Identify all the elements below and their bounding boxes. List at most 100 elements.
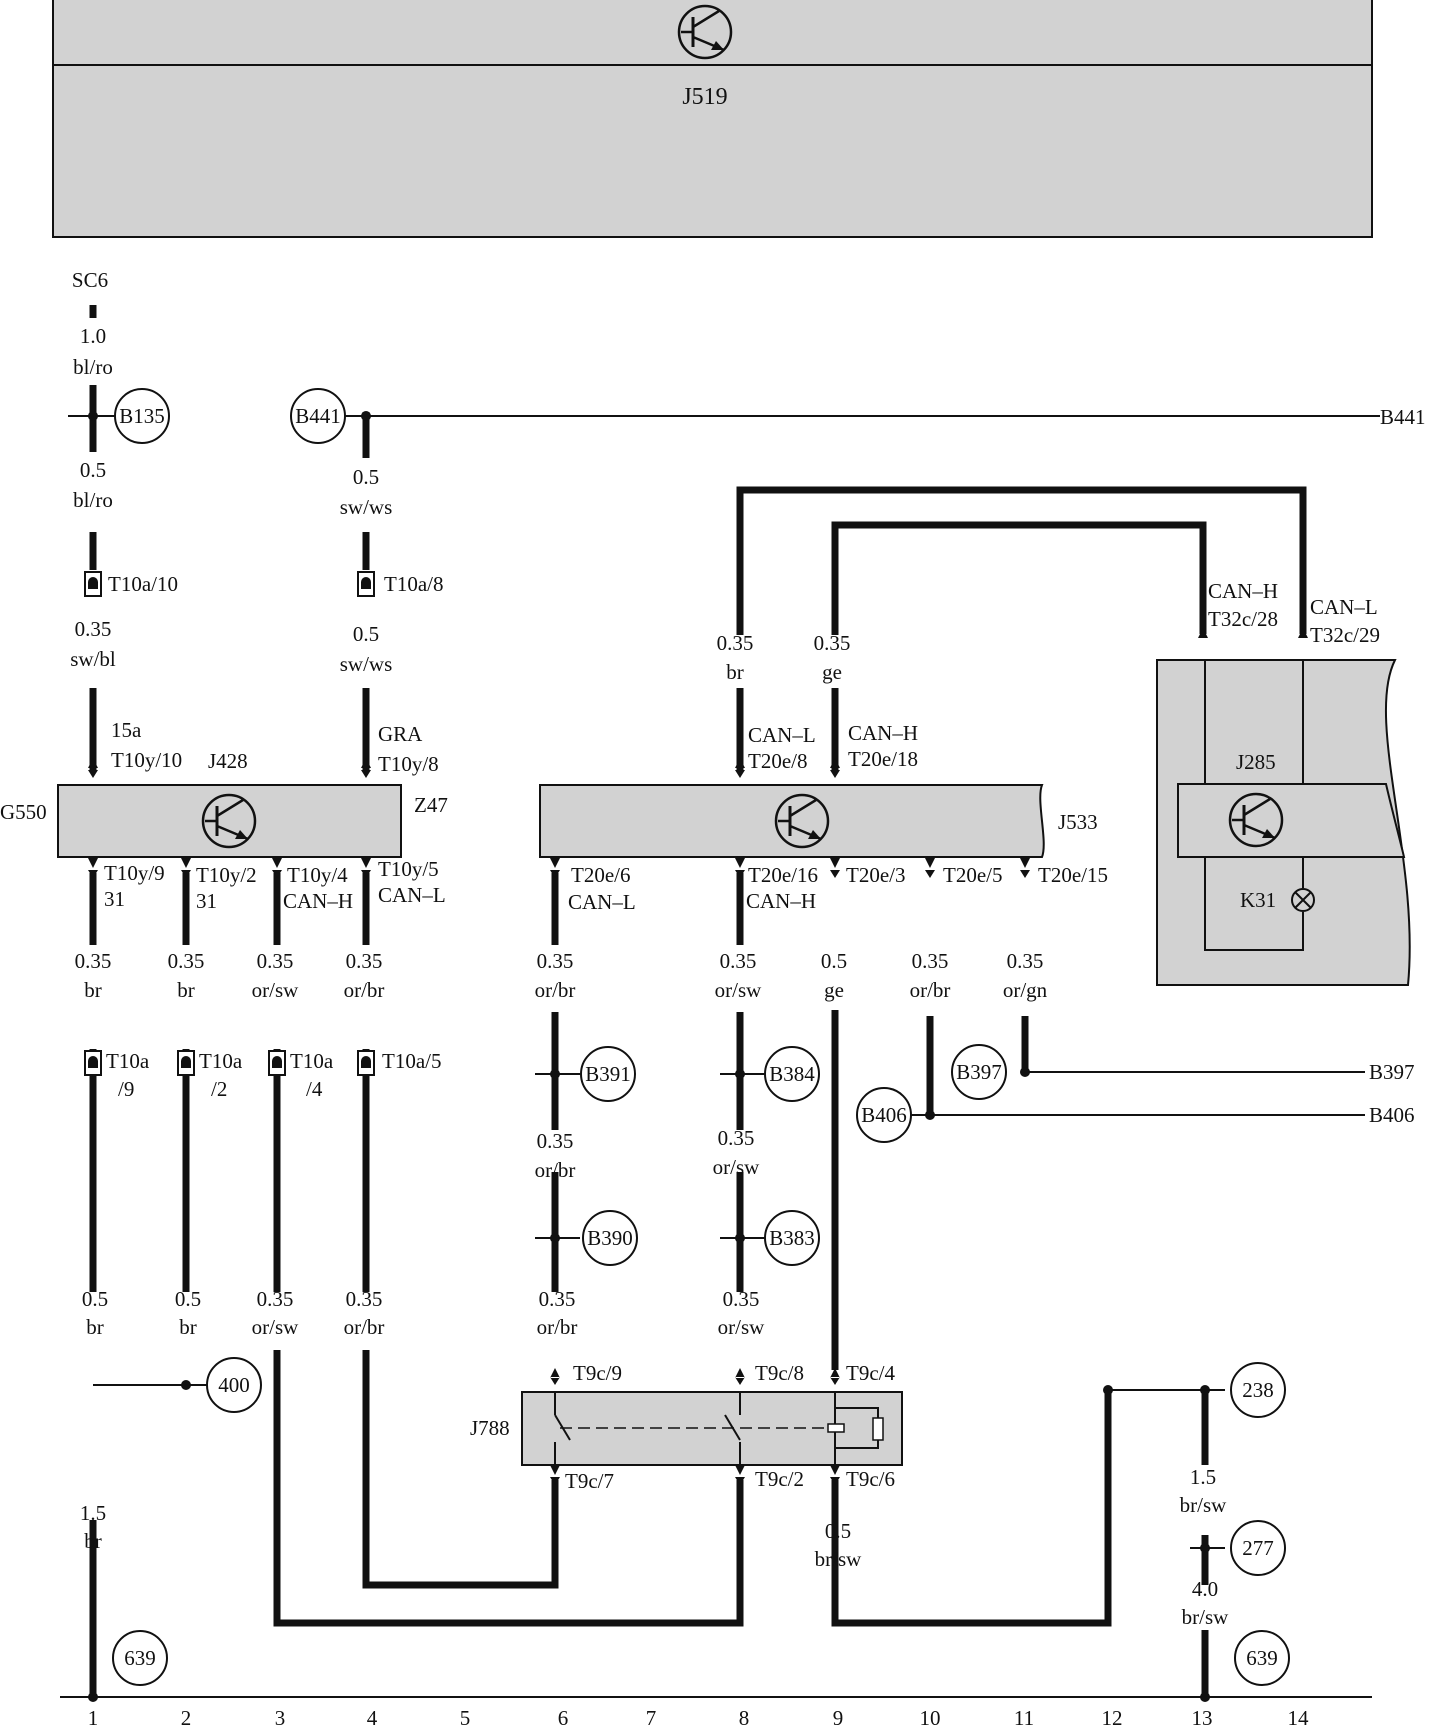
ref-label: 639 xyxy=(124,1646,156,1670)
connector-icon xyxy=(357,571,375,597)
reference-circles: B135 B441 B391 B384 B397 B406 B390 B383 … xyxy=(112,388,1290,1686)
pin-arrow-icon xyxy=(550,1368,560,1385)
column-number: 13 xyxy=(1192,1706,1213,1730)
module-j533 xyxy=(539,784,1045,858)
wire-color: br xyxy=(726,660,744,684)
ref-label: 400 xyxy=(218,1373,250,1397)
pin-label: T10y/8 xyxy=(378,752,439,776)
column-number: 4 xyxy=(367,1706,378,1730)
label-sc6: SC6 xyxy=(72,268,108,292)
pin-label: CAN–L xyxy=(748,723,816,747)
column-number: 5 xyxy=(460,1706,471,1730)
wire-size: 0.35 xyxy=(717,631,754,655)
connector-icon xyxy=(177,1050,195,1076)
pin-label: T10y/9 xyxy=(104,861,165,885)
label-j285: J285 xyxy=(1236,750,1276,774)
pin-arrow-icon xyxy=(88,858,98,878)
wire-color: or/sw xyxy=(252,1315,300,1339)
connector-label: T10a xyxy=(106,1049,150,1073)
connector-label: /9 xyxy=(118,1077,134,1101)
ref-b441: B441 xyxy=(290,388,346,444)
column-number: 10 xyxy=(920,1706,941,1730)
wire-color: br/sw xyxy=(1182,1605,1230,1629)
pin-label: T20e/8 xyxy=(748,749,807,773)
column-number: 2 xyxy=(181,1706,192,1730)
wire-size: 0.5 xyxy=(353,622,379,646)
wire-color: or/br xyxy=(535,978,576,1002)
wire-color: or/sw xyxy=(713,1155,761,1179)
connector-label: T10a xyxy=(199,1049,243,1073)
pin-arrow-icon xyxy=(830,858,840,878)
wire-color: bl/ro xyxy=(73,355,113,379)
ref-b390: B390 xyxy=(582,1210,638,1266)
pin-label: CAN–H xyxy=(1208,579,1278,603)
wire-size: 0.35 xyxy=(75,949,112,973)
connector-icon xyxy=(84,571,102,597)
wire-color: br/sw xyxy=(1180,1493,1228,1517)
label-k31: K31 xyxy=(1240,888,1276,912)
pin-arrow-icon xyxy=(1020,858,1030,878)
bus-label-b397: B397 xyxy=(1369,1060,1415,1084)
ref-277: 277 xyxy=(1230,1520,1286,1576)
pin-label: T10y/2 xyxy=(196,863,257,887)
wire-color: sw/ws xyxy=(340,652,393,676)
ref-label: B441 xyxy=(295,404,341,428)
wire-color: sw/ws xyxy=(340,495,393,519)
pin-arrow-icon xyxy=(1298,628,1308,638)
module-j519: J519 xyxy=(52,0,1373,238)
module-j788 xyxy=(521,1391,903,1466)
pin-arrow-icon xyxy=(272,858,282,878)
ref-label: B383 xyxy=(769,1226,815,1250)
label-z47: Z47 xyxy=(414,793,448,817)
wire-size: 0.5 xyxy=(82,1287,108,1311)
wire-color: or/gn xyxy=(1003,978,1048,1002)
transistor-icon xyxy=(774,793,830,849)
pin-label: T20e/3 xyxy=(846,863,905,887)
wire-color: bl/ro xyxy=(73,488,113,512)
wire-size: 0.35 xyxy=(346,1287,383,1311)
wire-size: 0.35 xyxy=(1007,949,1044,973)
wire-size: 0.35 xyxy=(537,1129,574,1153)
connector-label: T10a/8 xyxy=(384,572,443,596)
wire-color: br xyxy=(179,1315,197,1339)
pin-label: T32c/28 xyxy=(1208,607,1278,631)
wire-size: 0.5 xyxy=(175,1287,201,1311)
wire-color: br/sw xyxy=(815,1547,863,1571)
wire-color: or/br xyxy=(535,1158,576,1182)
connector-icon xyxy=(268,1050,286,1076)
wire-color: br xyxy=(86,1315,104,1339)
pin-arrow-icon xyxy=(361,858,371,878)
ref-label: B384 xyxy=(769,1062,815,1086)
label-j428: J428 xyxy=(208,749,248,773)
wire-color: or/sw xyxy=(718,1315,766,1339)
wire-size: 0.35 xyxy=(718,1126,755,1150)
label-j788: J788 xyxy=(470,1416,510,1440)
pin-arrows xyxy=(88,628,1308,1485)
ref-label: B397 xyxy=(956,1060,1002,1084)
wire-size: 0.35 xyxy=(539,1287,576,1311)
pin-label: CAN–H xyxy=(746,889,816,913)
pin-arrow-icon xyxy=(181,858,191,878)
pin-arrow-icon xyxy=(735,858,745,878)
wire-color: br xyxy=(84,978,102,1002)
wire-size: 0.5 xyxy=(825,1519,851,1543)
column-number: 3 xyxy=(275,1706,286,1730)
pin-arrow-icon xyxy=(1198,628,1208,638)
wire-size: 1.0 xyxy=(80,324,106,348)
column-number: 1 xyxy=(88,1706,99,1730)
connector-label: T10a/5 xyxy=(382,1049,441,1073)
label-j533: J533 xyxy=(1058,810,1098,834)
wire-size: 0.5 xyxy=(353,465,379,489)
ref-label: B135 xyxy=(119,404,165,428)
ref-639-right: 639 xyxy=(1234,1630,1290,1686)
ref-b384: B384 xyxy=(764,1046,820,1102)
labels: G550 J428 Z47 J533 J285 K31 J788 SC6 1.0… xyxy=(0,268,1426,1629)
wires xyxy=(89,305,1307,1697)
wire-size: 0.35 xyxy=(346,949,383,973)
pin-label: T20e/18 xyxy=(848,747,918,771)
lamp-icon xyxy=(1291,888,1315,912)
wire-size: 0.35 xyxy=(257,1287,294,1311)
pin-label: 31 xyxy=(196,889,217,913)
connector-label: T10a/10 xyxy=(108,572,178,596)
